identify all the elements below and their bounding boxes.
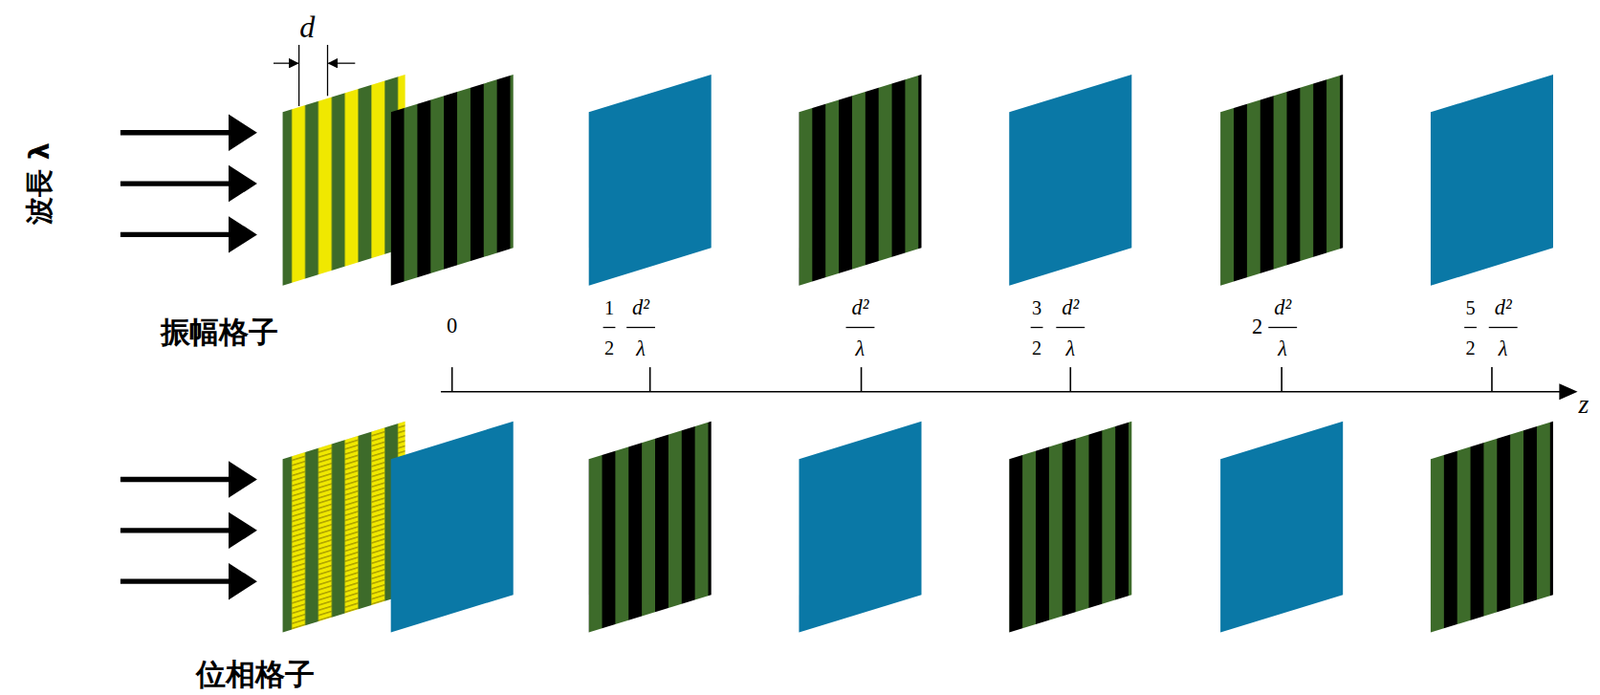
uniform-plane xyxy=(798,421,921,634)
fraction-denominator: λ xyxy=(1277,338,1288,360)
fraction-numerator: 5 xyxy=(1465,298,1475,318)
wavelength-label: 波長 λ xyxy=(24,142,53,225)
phase-grating xyxy=(283,421,406,634)
uniform-plane xyxy=(589,74,712,286)
fraction-numerator: d² xyxy=(852,297,870,319)
axis-coefficient: 2 xyxy=(1251,316,1263,338)
fraction-numerator: d² xyxy=(1273,297,1292,319)
fraction-numerator: d² xyxy=(1061,297,1079,319)
fraction-denominator: λ xyxy=(635,338,646,360)
grating-name: 位相格子 xyxy=(196,660,315,691)
light-arrow xyxy=(120,114,258,601)
fraction-denominator: 2 xyxy=(1465,338,1475,358)
fringe-image xyxy=(1008,421,1132,634)
grating-name: 振幅格子 xyxy=(160,317,280,348)
axis-name: z xyxy=(1578,392,1590,419)
fraction-numerator: d² xyxy=(632,297,650,319)
fringe-image xyxy=(589,421,712,634)
fraction-bar xyxy=(603,327,1518,329)
z-axis xyxy=(440,367,1579,400)
uniform-plane xyxy=(391,421,514,634)
axis-tick-label: 0 xyxy=(446,315,458,337)
fraction-numerator: 3 xyxy=(1031,298,1042,318)
uniform-plane xyxy=(1220,421,1343,634)
fraction-denominator: λ xyxy=(1065,338,1075,360)
amplitude-grating xyxy=(283,74,406,286)
fraction-denominator: 2 xyxy=(604,338,614,358)
fraction-denominator: λ xyxy=(1498,338,1509,360)
self-image xyxy=(1220,74,1343,286)
dimension-mark xyxy=(273,44,355,107)
shifted-image xyxy=(798,74,921,286)
fraction-denominator: λ xyxy=(855,338,866,360)
fraction-numerator: 1 xyxy=(604,298,614,318)
uniform-plane xyxy=(1430,74,1554,286)
fraction-numerator: d² xyxy=(1494,297,1513,319)
self-image xyxy=(391,74,514,286)
dimension-label: d xyxy=(299,12,315,44)
fringe-image xyxy=(1430,421,1554,634)
uniform-plane xyxy=(1008,74,1132,286)
fraction-denominator: 2 xyxy=(1031,338,1042,358)
